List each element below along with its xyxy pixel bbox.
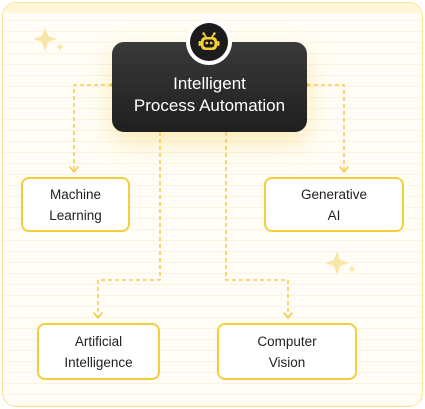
sparkle-icon [33,27,64,51]
arrow-artificial-intelligence-icon [93,312,103,319]
node-label: Computer Vision [257,333,317,370]
arrow-generative-ai-icon [339,166,349,173]
connector-machine-learning [73,84,112,170]
node-artificial-intelligence: Artificial Intelligence [37,323,160,380]
node-generative-ai: Generative AI [264,177,404,232]
sparkle-icon-right [325,251,356,275]
connector-computer-vision [225,132,289,316]
root-node-label: Intelligent Process Automation [133,74,286,115]
node-label: Generative AI [300,186,368,223]
arrow-computer-vision-icon [283,312,293,319]
robot-badge [186,19,232,65]
connector-artificial-intelligence [97,132,161,316]
robot-icon [198,32,220,50]
root-node: Intelligent Process Automation [112,42,307,132]
node-machine-learning: Machine Learning [21,177,130,232]
node-computer-vision: Computer Vision [217,323,357,380]
connector-generative-ai [307,84,345,170]
node-label: Machine Learning [49,186,102,223]
arrow-machine-learning-icon [69,166,79,173]
node-label: Artificial Intelligence [64,333,133,370]
